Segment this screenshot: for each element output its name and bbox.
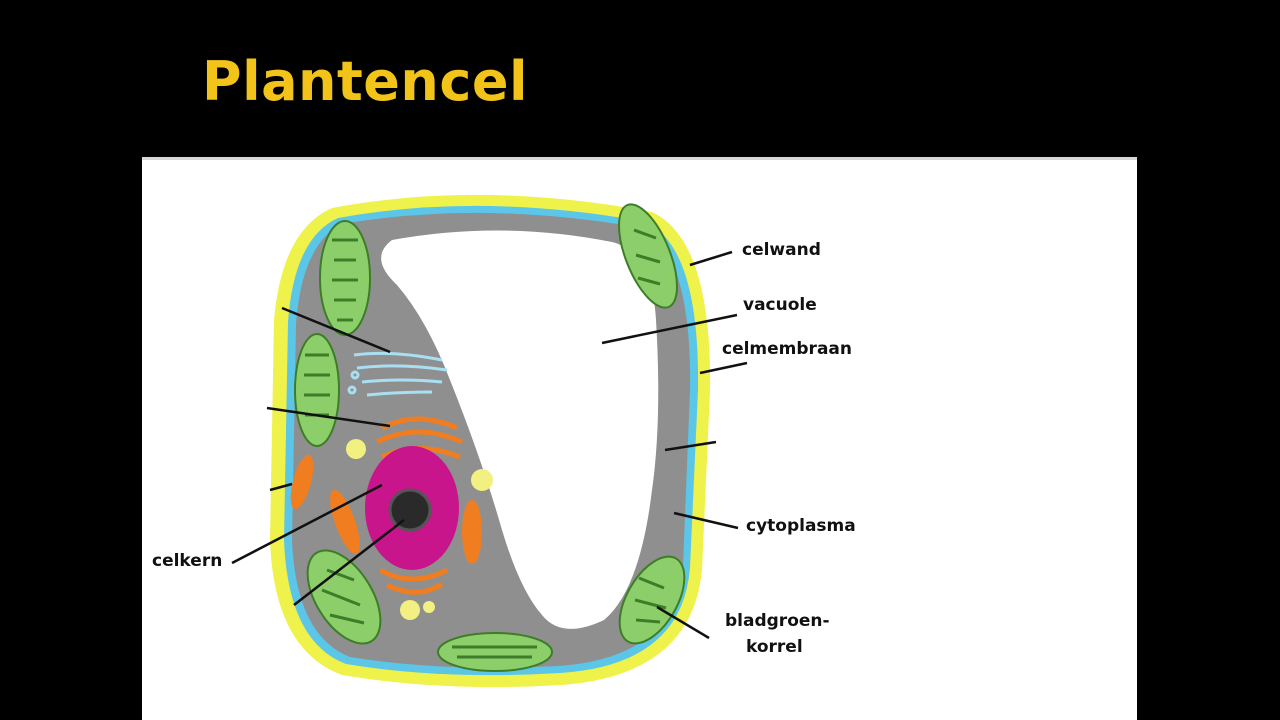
- plant-cell-diagram: [231, 194, 748, 688]
- mitochondrion-2: [330, 489, 360, 555]
- nucleolus: [388, 488, 432, 532]
- mitochondrion-3: [462, 500, 482, 564]
- label-celwand: celwand: [742, 240, 821, 260]
- vacuole: [381, 230, 659, 629]
- chloroplast-3: [306, 549, 382, 645]
- label-bladgroenkorrel-1: bladgroen-: [725, 611, 830, 631]
- label-bladgroenkorrel-2: korrel: [746, 637, 803, 657]
- leader-golgi: [266, 406, 391, 428]
- leader-lines: [231, 250, 748, 640]
- leader-er: [281, 306, 391, 354]
- leader-mitochondrion: [269, 482, 293, 492]
- leader-celwand: [689, 250, 733, 267]
- chloroplast-2: [294, 333, 340, 447]
- chloroplast-6: [618, 555, 686, 645]
- label-vacuole: vacuole: [743, 295, 817, 315]
- leader-nucleolus: [293, 519, 405, 606]
- vesicle-2: [471, 469, 493, 491]
- leader-celmembraan-2: [664, 440, 717, 452]
- mitochondrion-1: [290, 454, 314, 510]
- label-cytoplasma: cytoplasma: [746, 516, 856, 536]
- leader-vacuole: [601, 313, 738, 345]
- vesicle-3: [400, 600, 420, 620]
- leader-cytoplasma: [673, 511, 739, 530]
- leader-celmembraan: [699, 361, 748, 375]
- vesicle-4: [423, 601, 435, 613]
- vesicle-1: [346, 439, 366, 459]
- chloroplast-4: [437, 632, 553, 672]
- leader-bladgroenkorrel: [656, 605, 710, 640]
- label-celkern: celkern: [152, 551, 223, 571]
- chloroplast-1: [319, 220, 371, 336]
- endoplasmic-reticulum: [347, 351, 448, 397]
- label-celmembraan: celmembraan: [722, 339, 852, 359]
- leader-celkern: [231, 483, 383, 565]
- chloroplast-5: [618, 203, 678, 309]
- slide-title: Plantencel: [202, 50, 528, 113]
- plant-cell-figure: celwand vacuole celmembraan cytoplasma b…: [142, 157, 1137, 720]
